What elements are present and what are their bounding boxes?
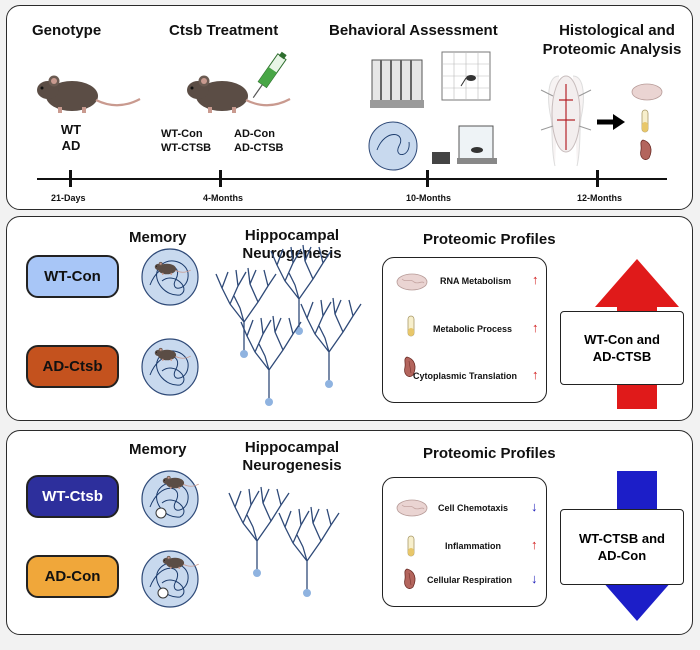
group-wt-ctsb: WT-CTSB [161, 142, 212, 154]
result-box-down: WT-CTSB and AD-Con [560, 509, 684, 585]
dissection-illustration [540, 75, 663, 167]
result-box-up: WT-Con and AD-CTSB [560, 311, 684, 385]
tube-icon [407, 535, 415, 557]
brain-tissue-icon [396, 273, 428, 291]
hippocampus-icon [404, 568, 416, 589]
timeline-panel: Genotype WT AD Ctsb Treatment WT-Con WT-… [6, 5, 693, 210]
tick-21-days [69, 170, 72, 187]
profile-label-1: RNA Metabolism [440, 276, 512, 286]
result-down-line2: AD-Con [597, 548, 647, 563]
tick-12-months [596, 170, 599, 187]
profile-label-3: Cytoplasmic Translation [413, 371, 518, 381]
profile-arrow-3: ↓ [531, 571, 538, 586]
memory-title: Memory [129, 441, 187, 458]
tick-label-4-months: 4-Months [203, 193, 243, 203]
group-pill-wt-ctsb: WT-Ctsb [26, 475, 119, 518]
upregulated-panel: Memory Hippocampal Neurogenesis Proteomi… [6, 216, 693, 421]
behavior-apparatus-icon [368, 51, 497, 171]
proteomic-profile-box: RNA Metabolism ↑ Metabolic Process ↑ Cyt… [382, 257, 547, 403]
tick-label-12-months: 12-Months [577, 193, 622, 203]
tick-label-21-days: 21-Days [51, 193, 86, 203]
tube-icon [407, 315, 415, 337]
group-ad-con: AD-Con [234, 128, 275, 140]
result-up-line2: AD-CTSB [592, 349, 652, 364]
stage-title-treatment: Ctsb Treatment [169, 22, 279, 39]
neurogenesis-title-line1: Hippocampal [244, 439, 340, 456]
brain-tissue-icon [396, 499, 428, 517]
tick-10-months [426, 170, 429, 187]
neurogenesis-title-line2: Neurogenesis [242, 457, 342, 474]
stage-title-analysis-line1: Histological and [559, 22, 675, 39]
memory-title: Memory [129, 229, 187, 246]
profile-arrow-2: ↑ [531, 537, 538, 552]
group-pill-ad-ctsb: AD-Ctsb [26, 345, 119, 388]
proteomic-title: Proteomic Profiles [423, 445, 556, 462]
profile-arrow-1: ↓ [531, 499, 538, 514]
stage-title-analysis-line2: Proteomic Analysis [542, 41, 682, 58]
group-pill-ad-con: AD-Con [26, 555, 119, 598]
group-pill-wt-con: WT-Con [26, 255, 119, 298]
proteomic-title: Proteomic Profiles [423, 231, 556, 248]
profile-label-3: Cellular Respiration [427, 575, 513, 585]
downregulated-panel: Memory Hippocampal Neurogenesis Proteomi… [6, 430, 693, 635]
result-down-line1: WT-CTSB and [579, 531, 665, 546]
genotype-wt-label: WT [60, 122, 82, 137]
neurogenesis-title-line1: Hippocampal [244, 227, 340, 244]
water-maze-icons [141, 470, 200, 608]
result-up-line1: WT-Con and [584, 332, 660, 347]
proteomic-profile-box: Cell Chemotaxis ↓ Inflammation ↑ Cellula… [382, 477, 547, 607]
profile-label-2: Metabolic Process [433, 324, 513, 334]
tick-4-months [219, 170, 222, 187]
syringe-icon [252, 51, 287, 99]
profile-arrow-1: ↑ [532, 272, 539, 287]
neuron-icons [228, 486, 340, 598]
profile-arrow-2: ↑ [532, 320, 539, 335]
stage-title-genotype: Genotype [32, 22, 102, 39]
tick-label-10-months: 10-Months [406, 193, 451, 203]
profile-label-2: Inflammation [445, 541, 502, 551]
timeline-axis [37, 178, 667, 180]
stage-title-behavior: Behavioral Assessment [329, 22, 498, 39]
profile-label-1: Cell Chemotaxis [438, 503, 509, 513]
group-ad-ctsb: AD-CTSB [234, 142, 284, 154]
genotype-ad-label: AD [61, 138, 81, 153]
neuron-icons [215, 244, 362, 407]
group-wt-con: WT-Con [161, 128, 203, 140]
profile-arrow-3: ↑ [532, 367, 539, 382]
